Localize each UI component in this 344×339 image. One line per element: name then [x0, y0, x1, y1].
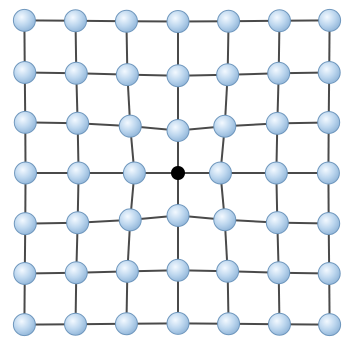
lattice-atom [267, 61, 291, 85]
lattice-atom [118, 208, 142, 232]
lattice-atom [264, 161, 288, 185]
lattice-atom [66, 211, 90, 235]
lattice-atom [166, 311, 190, 335]
lattice-atom [267, 312, 291, 336]
lattice-atom [14, 161, 38, 185]
lattice-atom [316, 161, 340, 185]
lattice-atom [166, 10, 190, 34]
defect-point [171, 166, 185, 180]
atom-layer [12, 8, 342, 337]
lattice-atom [265, 211, 289, 235]
lattice-atom [115, 63, 139, 87]
lattice-atom [317, 110, 341, 134]
lattice-atom [12, 8, 36, 32]
lattice-atom [114, 9, 138, 33]
lattice-atom [216, 259, 240, 283]
lattice-atom [217, 312, 241, 336]
lattice-atom [166, 119, 190, 143]
lattice-atom [267, 9, 291, 33]
lattice-atom [118, 114, 142, 138]
defect-layer [171, 166, 185, 180]
lattice-atom [64, 61, 88, 85]
lattice-atom [122, 161, 146, 185]
lattice-atom [13, 110, 37, 134]
lattice-atom [115, 259, 139, 283]
lattice-atom [64, 9, 88, 33]
lattice-atom [166, 203, 190, 227]
lattice-atom [166, 64, 190, 88]
lattice-atom [13, 212, 37, 236]
lattice-atom [64, 312, 88, 336]
lattice-atom [114, 312, 138, 336]
lattice-atom [13, 261, 37, 285]
lattice-atom [67, 161, 91, 185]
lattice-atom [213, 114, 237, 138]
lattice-atom [166, 258, 190, 282]
lattice-atom [217, 9, 241, 33]
lattice-atom [317, 261, 341, 285]
lattice-atom [318, 8, 342, 32]
lattice-atom [13, 61, 37, 85]
lattice-atom [66, 111, 90, 135]
lattice-atom [216, 63, 240, 87]
lattice-atom [317, 61, 341, 85]
lattice-atom [265, 111, 289, 135]
lattice-atom [318, 313, 342, 337]
lattice-atom [12, 313, 36, 337]
lattice-atom [208, 161, 232, 185]
lattice-atom [317, 212, 341, 236]
lattice-atom [213, 208, 237, 232]
lattice-atom [64, 261, 88, 285]
lattice-atom [267, 261, 291, 285]
